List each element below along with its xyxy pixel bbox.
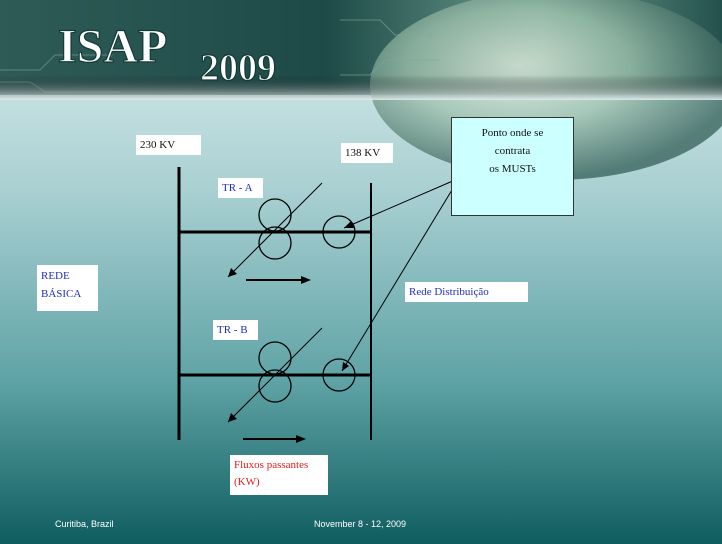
pointer-line-a: [343, 179, 456, 229]
note-line2: contrata: [494, 145, 531, 157]
header-title-year: 2009: [200, 47, 276, 89]
pointer-line-b-head: [342, 362, 349, 371]
label-fluxos-line1: Fluxos passantes: [234, 459, 309, 471]
pointer-line-b: [341, 184, 456, 372]
header-title-isap: ISAP: [58, 20, 167, 73]
label-rede-basica: REDE BÁSICA: [37, 265, 98, 311]
note-box-musts: Ponto onde se contrata os MUSTs: [451, 117, 574, 216]
label-rede-basica-line1: REDE: [41, 270, 70, 282]
transformer-a-lower: [258, 226, 292, 260]
flow-diagonal-a: [227, 182, 323, 278]
transformer-a-upper: [258, 198, 292, 232]
label-fluxos-line2: (KW): [234, 476, 260, 488]
footer-location: Curitiba, Brazil: [55, 519, 114, 529]
header-fade: [0, 0, 722, 100]
label-rede-basica-line2: BÁSICA: [41, 288, 82, 300]
meter-point-a: [322, 215, 356, 249]
pointer-line-a-head: [344, 221, 354, 228]
flow-arrow-a-head: [301, 276, 311, 284]
label-138kv: 138 KV: [341, 143, 393, 163]
note-line3: os MUSTs: [489, 163, 536, 175]
footer-date: November 8 - 12, 2009: [314, 519, 407, 529]
label-tr-b: TR - B: [213, 320, 258, 340]
transformer-b-upper: [258, 341, 292, 375]
note-line1: Ponto onde se: [481, 127, 544, 139]
label-230kv: 230 KV: [136, 135, 201, 155]
label-fluxos-passantes: Fluxos passantes (KW): [230, 455, 328, 495]
flow-diagonal-b: [227, 327, 323, 423]
header-title: ISAP 2009: [57, 19, 276, 89]
transformer-b-lower: [258, 369, 292, 403]
label-tr-a: TR - A: [218, 178, 263, 198]
flow-diagonal-a-arrowhead: [228, 268, 237, 277]
meter-point-b: [322, 358, 356, 392]
flow-arrow-b-head: [296, 435, 306, 443]
label-rede-distribuicao: Rede Distribuição: [405, 282, 528, 302]
flow-diagonal-b-arrowhead: [228, 413, 237, 422]
